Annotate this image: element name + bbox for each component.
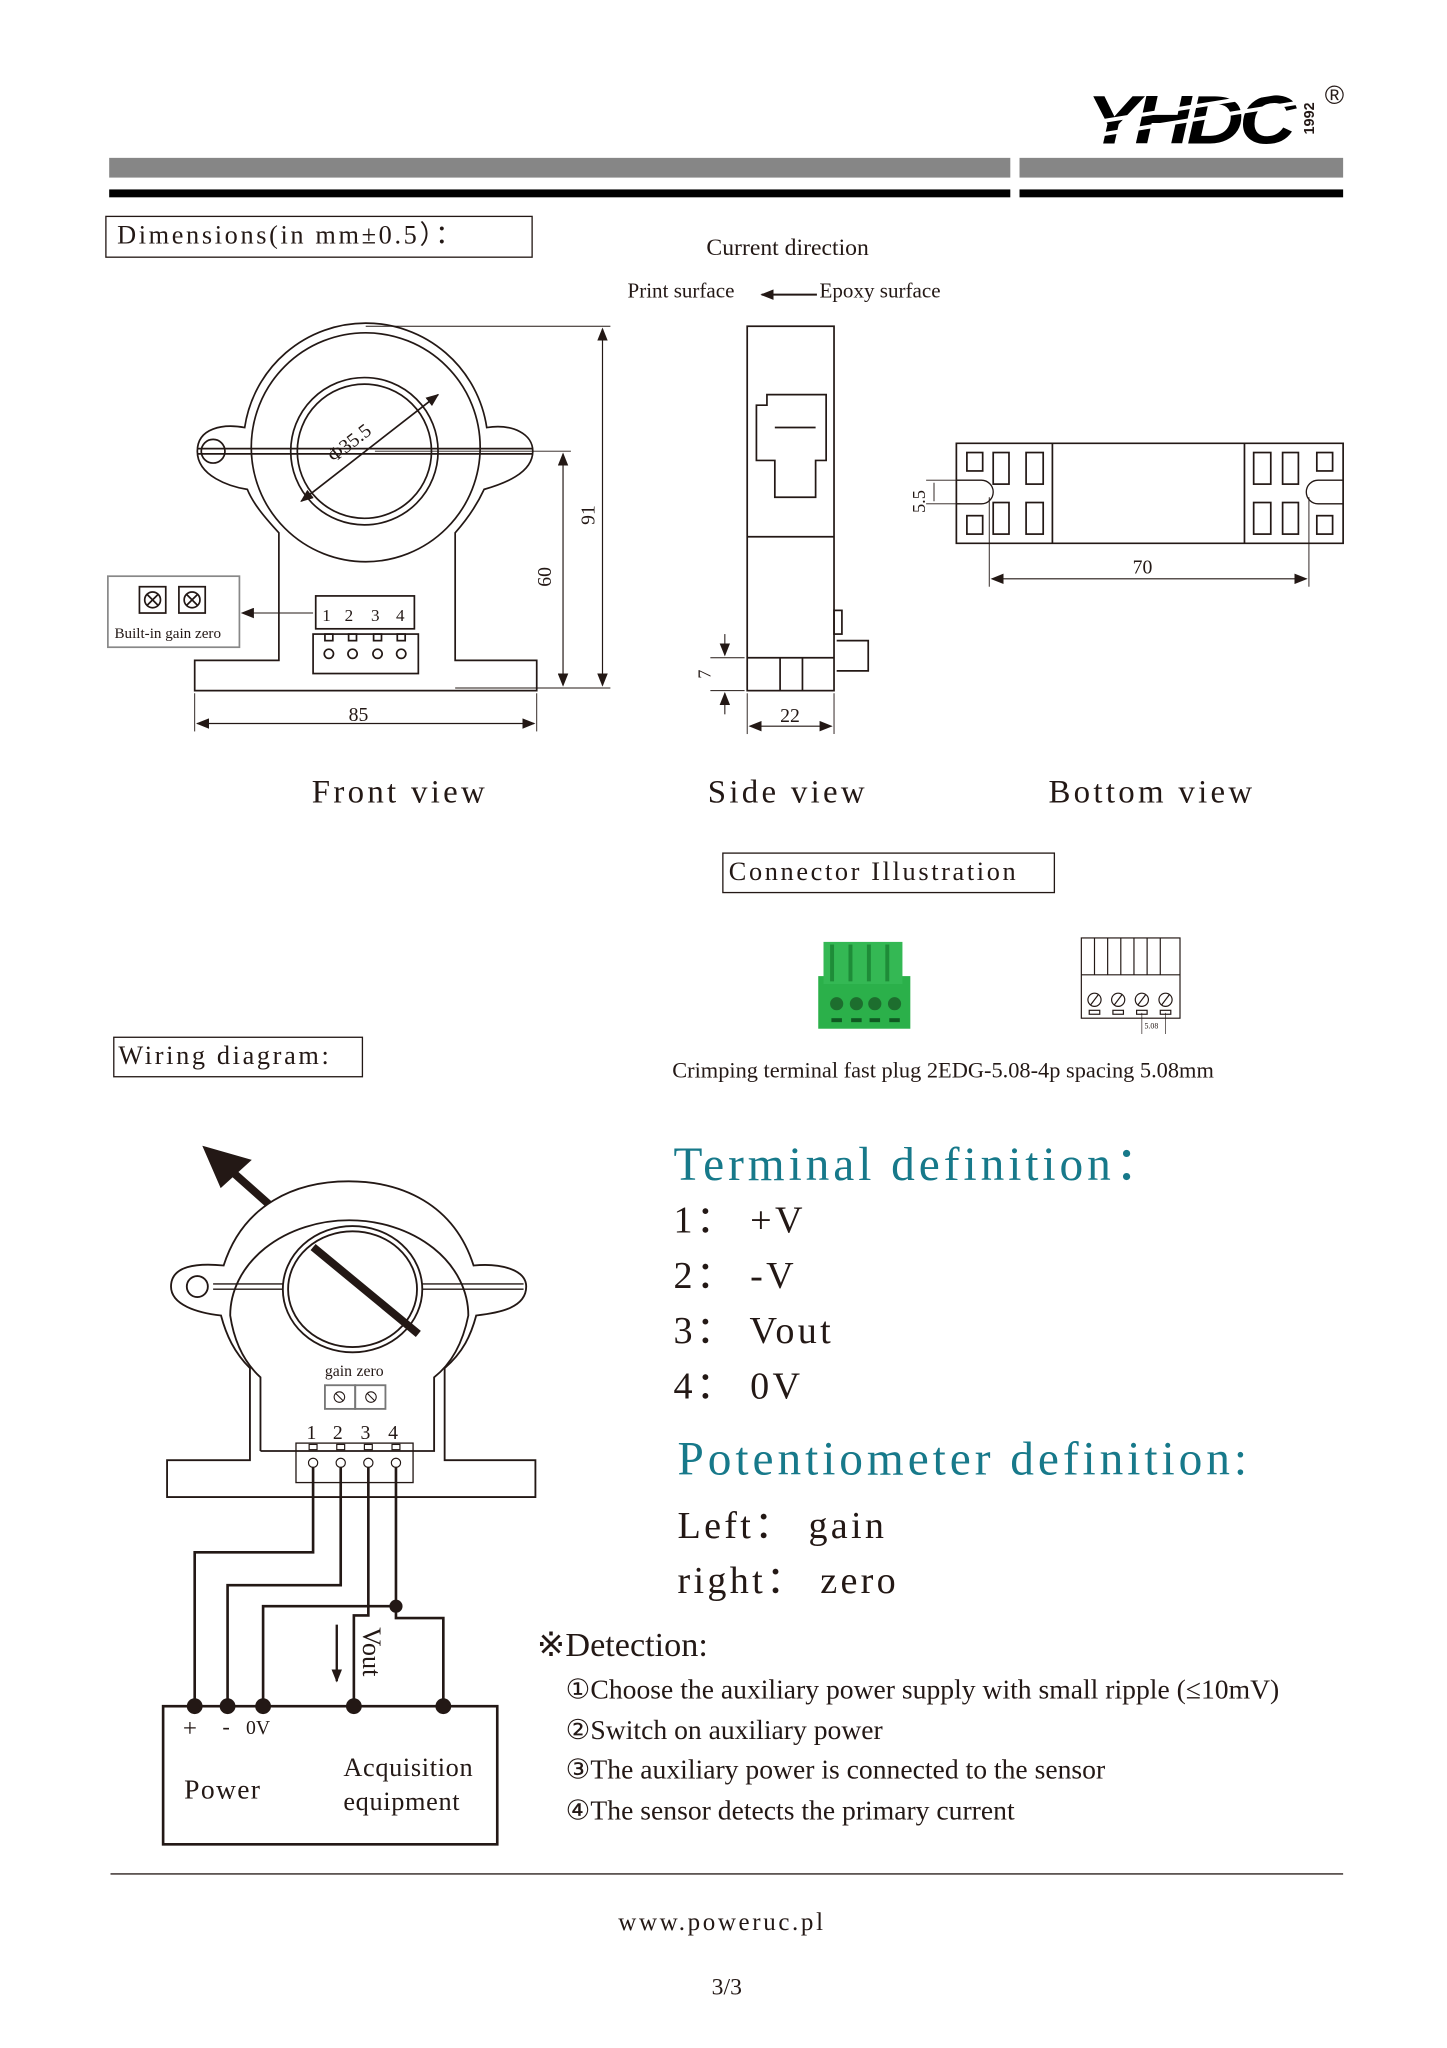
plus-label: + — [183, 1715, 197, 1742]
header-black-bar-left — [109, 189, 1011, 198]
dim-22: 22 — [780, 705, 800, 727]
vout-label: Vout — [357, 1627, 386, 1677]
print-surface-label: Print surface — [627, 280, 735, 303]
terminal-def-4: 4： 0V — [673, 1365, 804, 1408]
potentiometer-definition-title: Potentiometer definition: — [677, 1432, 1251, 1486]
terminal-number-2: 2 — [345, 606, 354, 625]
terminal-number-4: 4 — [396, 606, 405, 625]
wiring-diagram-title: Wiring diagram: — [113, 1036, 364, 1078]
wiring-diagram-drawing — [161, 1145, 537, 1846]
terminal-number-1: 1 — [322, 606, 331, 625]
connector-line-drawing — [1080, 937, 1181, 1034]
page-number: 3/3 — [711, 1973, 742, 2000]
front-view-label: Front view — [311, 774, 489, 811]
terminal-number-box — [314, 595, 416, 630]
dim-5-5: 5.5 — [909, 490, 929, 513]
header-gray-bar-left — [109, 157, 1011, 178]
primary-conductor — [310, 1244, 421, 1337]
potentiometer-def-right: right： zero — [677, 1560, 900, 1603]
dimensions-title: Dimensions(in mm±0.5）： — [105, 215, 533, 258]
registered-mark: ® — [1324, 81, 1345, 111]
dim-91: 91 — [578, 505, 600, 525]
connector-caption: Crimping terminal fast plug 2EDG-5.08-4p… — [672, 1057, 1214, 1083]
connector-spacing-label: 5.08 — [1144, 1022, 1158, 1031]
terminal-definition-title: Terminal definition： — [673, 1137, 1167, 1191]
current-direction-label: Current direction — [706, 234, 869, 261]
header-black-bar-right — [1019, 189, 1344, 198]
wiring-terminal-1: 1 — [307, 1422, 317, 1444]
wiring-terminal-3: 3 — [360, 1422, 370, 1444]
side-view-drawing — [710, 325, 870, 735]
minus-label: - — [222, 1714, 229, 1739]
current-arrow — [231, 1170, 273, 1208]
connector-illustration-title: Connector Illustration — [722, 852, 1056, 894]
detection-step-3: ③The auxiliary power is connected to the… — [565, 1753, 1106, 1786]
zero-v-label: 0V — [246, 1717, 271, 1739]
zero-label: zero — [357, 1363, 384, 1380]
terminal-number-3: 3 — [371, 606, 380, 625]
dim-7: 7 — [694, 670, 714, 679]
dim-70: 70 — [1133, 557, 1153, 579]
bottom-view-drawing — [926, 442, 1344, 587]
terminal-def-2: 2： -V — [673, 1254, 798, 1298]
terminal-block — [312, 633, 420, 675]
wiring-terminal-block — [295, 1442, 414, 1484]
acquisition-label-line2: equipment — [343, 1787, 460, 1816]
green-connector-photo — [818, 941, 911, 1029]
wiring-terminal-2: 2 — [333, 1422, 343, 1444]
potentiometer-def-left: Left： gain — [677, 1504, 888, 1548]
power-label: Power — [184, 1773, 261, 1804]
detection-step-4: ④The sensor detects the primary current — [565, 1794, 1015, 1826]
front-view-drawing — [107, 322, 611, 732]
acquisition-label-line1: Acquisition — [343, 1753, 473, 1782]
footer-rule — [110, 1873, 1344, 1875]
bottom-view-label: Bottom view — [1048, 774, 1256, 811]
terminal-def-1: 1： +V — [673, 1199, 806, 1242]
builtin-gain-zero-box — [107, 575, 241, 649]
header-gray-bar-right — [1019, 157, 1344, 178]
detection-title: ※Detection: — [536, 1625, 708, 1665]
detection-step-2: ②Switch on auxiliary power — [565, 1714, 883, 1746]
dim-60: 60 — [534, 567, 556, 587]
detection-step-1: ①Choose the auxiliary power supply with … — [565, 1673, 1280, 1705]
logo-stripes — [1086, 84, 1316, 139]
epoxy-surface-label: Epoxy surface — [819, 280, 941, 303]
dim-85: 85 — [349, 704, 369, 726]
terminal-screws — [323, 633, 407, 660]
power-acquisition-box — [161, 1704, 499, 1846]
footer-url[interactable]: www.poweruc.pl — [618, 1908, 826, 1937]
zero-pot — [354, 1384, 387, 1410]
side-view-label: Side view — [707, 774, 868, 811]
builtin-gain-zero-label: Built-in gain zero — [114, 626, 221, 642]
terminal-def-3: 3： Vout — [673, 1310, 835, 1353]
gain-label: gain — [325, 1363, 352, 1380]
wiring-terminal-4: 4 — [388, 1422, 398, 1444]
